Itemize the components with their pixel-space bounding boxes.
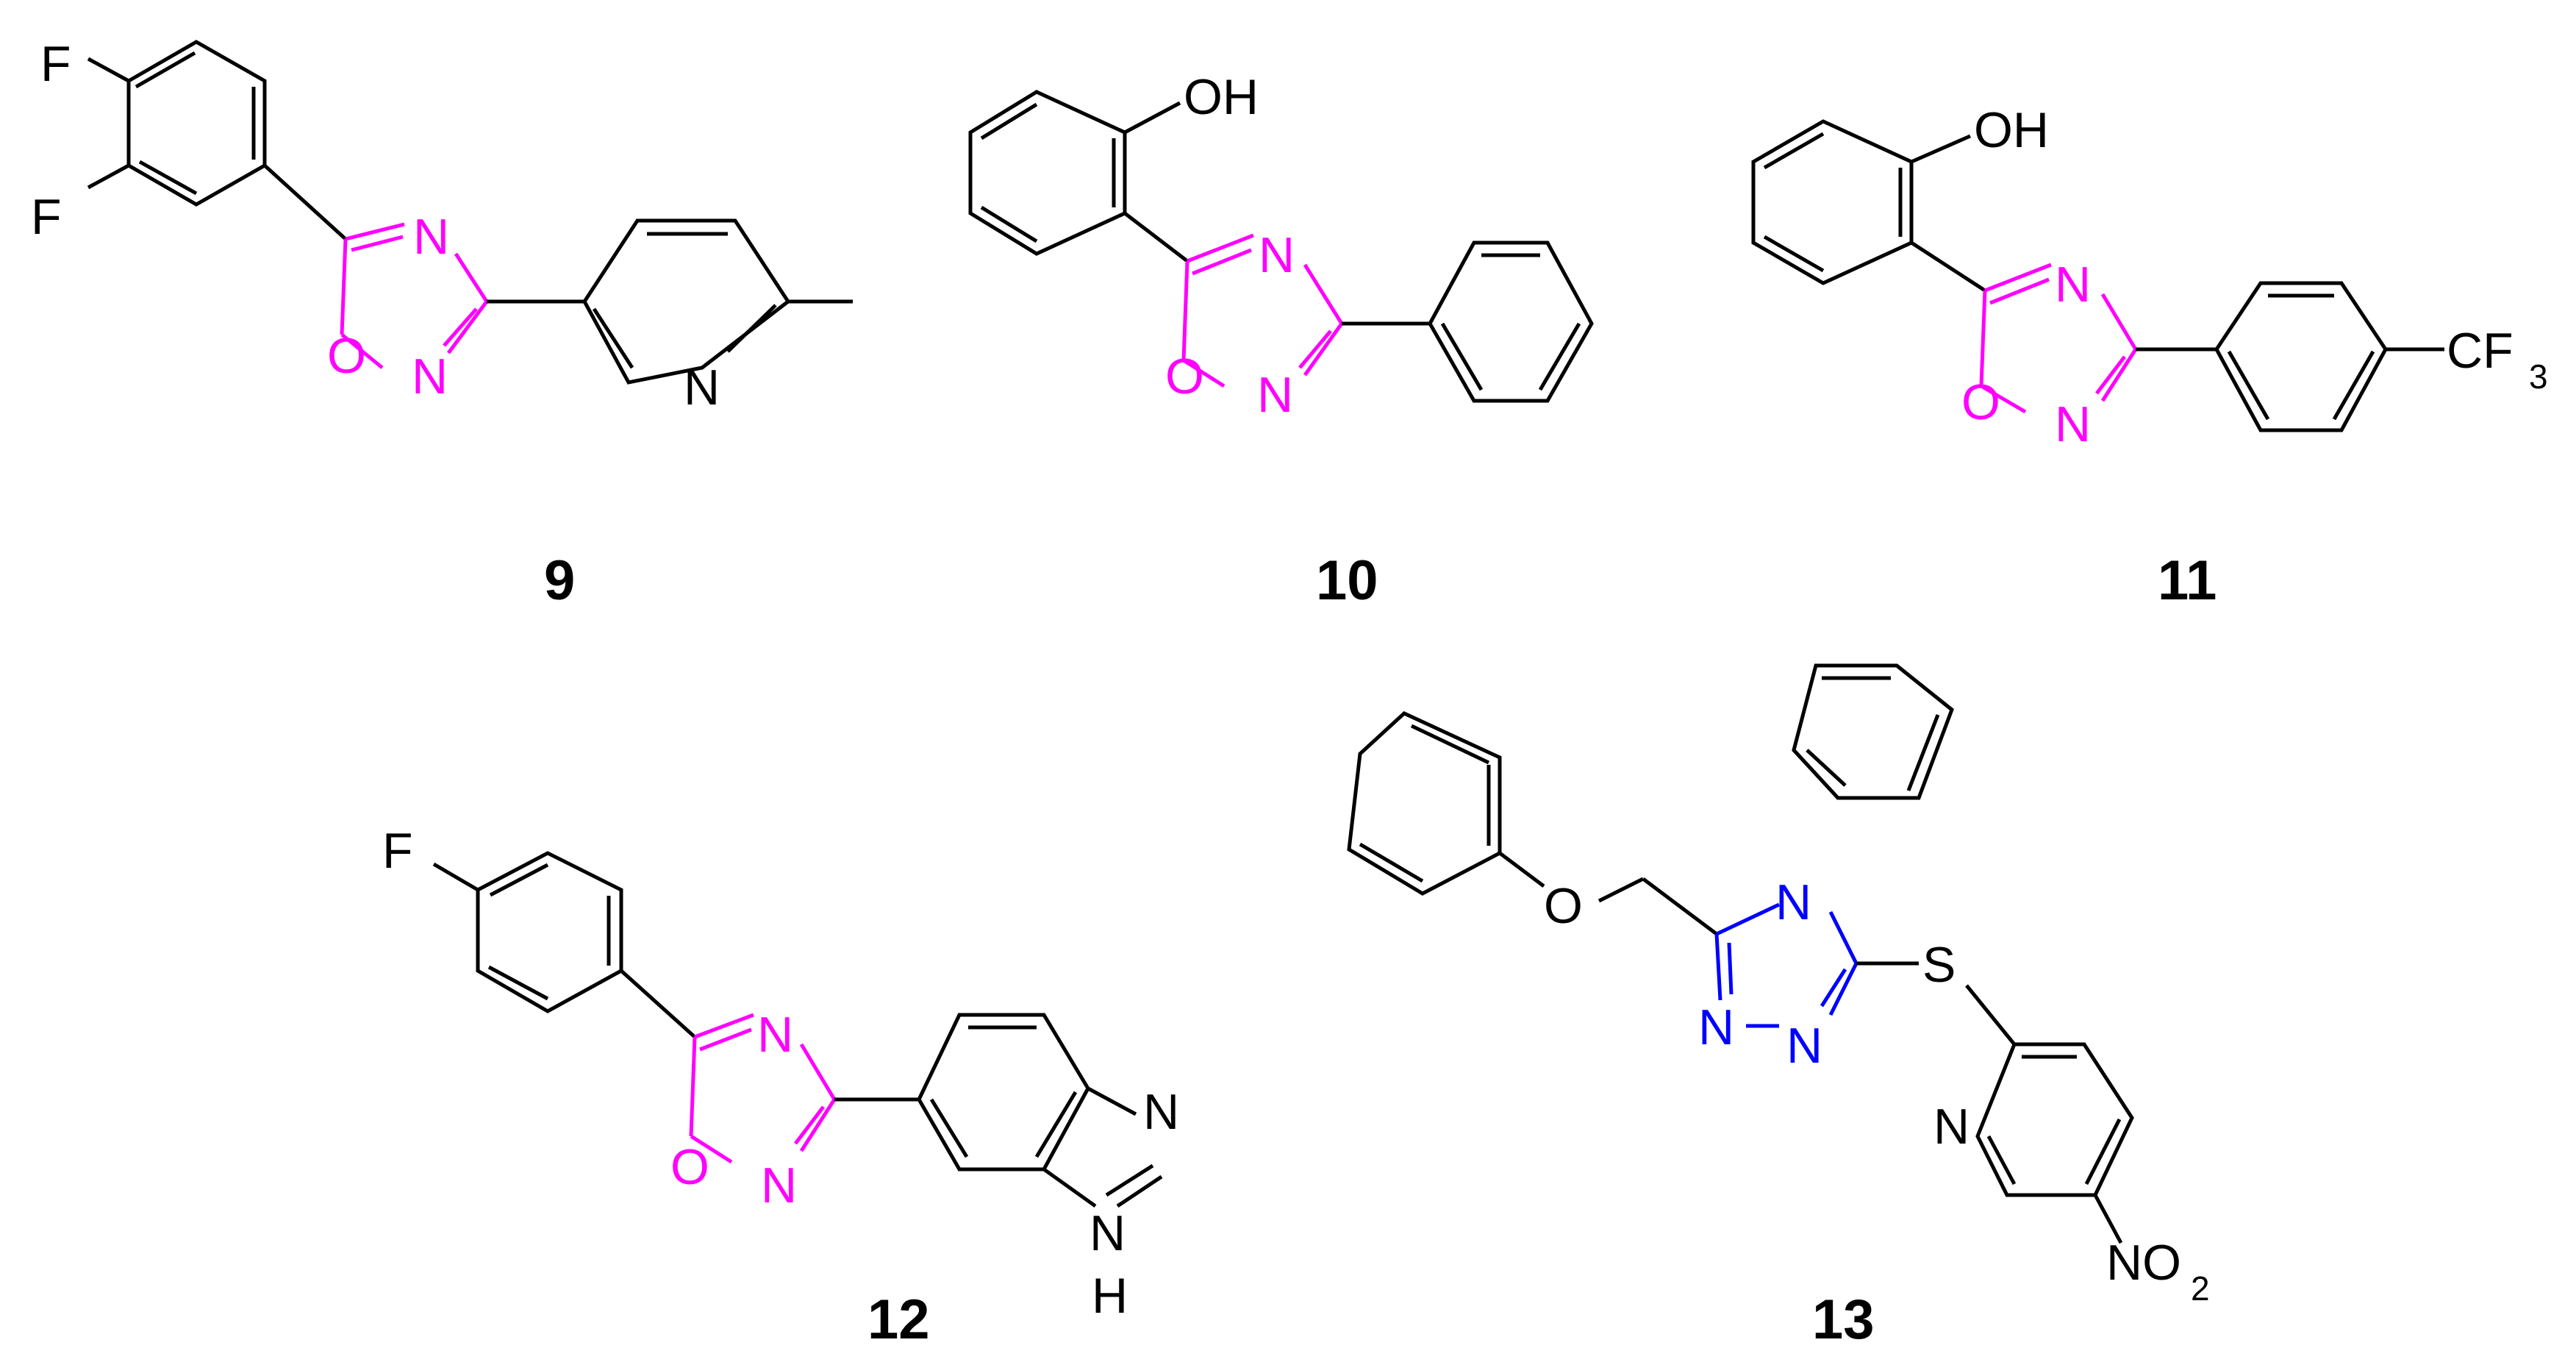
compound-12: F N O N N N H 12 [382,823,1179,1351]
nitrogen-atom: N [2055,396,2091,452]
oxygen-atom: O [1961,374,2000,430]
compound-label: 10 [1316,549,1378,612]
nitropyridine-ring [1856,961,2134,1244]
oxadiazole-ring [689,1013,837,1164]
hydrogen-atom: H [1092,1268,1128,1324]
fluorophenyl-ring [432,851,696,1038]
fluorine-atom: F [31,189,62,245]
nitrogen-atom: N [761,1158,797,1213]
nitrogen-atom: N [412,349,448,404]
trifluoromethyl-group: CF [2447,323,2514,379]
compound-label: 9 [544,549,575,612]
nitrogen-atom: N [1775,874,1811,930]
nitrogen-atom: N [684,360,720,416]
benzimidazole-rings [834,1013,1163,1208]
nitro-subscript: 2 [2191,1269,2210,1308]
nitrogen-atom: N [1090,1205,1126,1261]
fluorine-atom: F [382,823,413,879]
nitrogen-atom: N [1259,227,1295,283]
compound-10-atoms: OH N O N [1165,69,1295,423]
compound-13-atoms: O N N N S N NO 2 [1544,874,2210,1308]
oxygen-atom: O [327,328,366,384]
fluorine-atom: F [40,36,71,92]
compound-11: OH N O N CF 3 11 [1751,102,2548,612]
compound-10: OH N O N 10 [968,69,1594,612]
nitrogen-atom: N [1698,999,1734,1055]
oxadiazole-ring [340,222,489,369]
sulfur-atom: S [1922,937,1956,993]
compound-label: 13 [1812,1288,1875,1351]
oxadiazole-ring [1979,263,2138,414]
compound-12-atoms: F N O N N N H [382,823,1179,1324]
difluorophenyl-ring [87,40,347,240]
phenyl-ring [1342,240,1594,403]
compound-9: F F N O N N 9 [31,36,853,612]
nitrogen-atom: N [2055,257,2091,313]
trifluoromethylphenyl-ring [2136,281,2444,432]
compound-9-atoms: F F N O N N [31,36,720,416]
compound-13: O N N N S N NO 2 13 [1347,663,2210,1351]
phenyl-ring-clean [1792,663,1954,800]
methylpyridine-ring [487,218,853,385]
phenol-ring [1751,119,1986,293]
oxygen-atom: O [670,1139,709,1195]
hydroxyl-group: OH [1974,102,2049,158]
trifluoromethyl-subscript: 3 [2529,357,2548,396]
compound-11-atoms: OH N O N CF 3 [1961,102,2548,452]
nitrogen-atom: N [757,1007,793,1063]
nitro-group: NO [2106,1235,2181,1291]
nitrogen-atom: N [1143,1084,1179,1140]
phenol-ring [968,90,1189,263]
compound-label: 12 [867,1288,930,1351]
compound-label: 11 [2158,549,2217,612]
phenoxy-ring [1347,711,1718,935]
triazole-ring [1714,902,1858,1028]
nitrogen-atom: N [1257,367,1293,423]
hydroxyl-group: OH [1184,69,1259,125]
nitrogen-atom: N [1786,1018,1822,1074]
oxadiazole-ring [1181,233,1344,388]
nitrogen-atom: N [413,209,449,265]
nitrogen-atom: N [1933,1099,1969,1155]
oxygen-atom: O [1544,878,1583,934]
oxygen-atom: O [1165,349,1204,404]
